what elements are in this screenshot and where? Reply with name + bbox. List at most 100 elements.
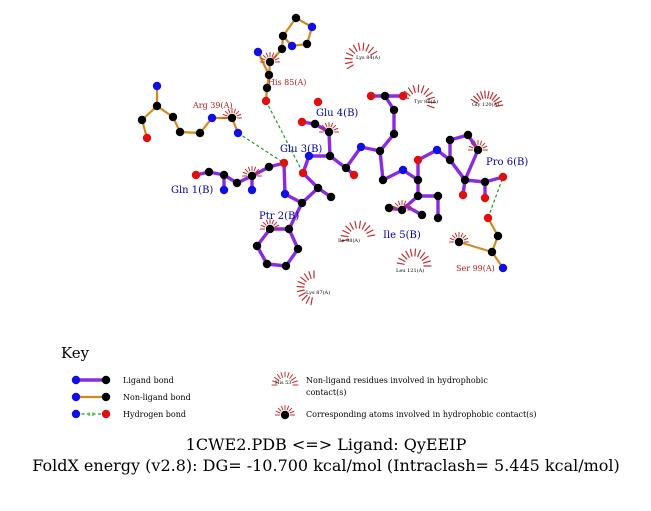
caption-line2: FoldX energy (v2.8): DG= -10.700 kcal/mo… xyxy=(32,456,620,475)
glu4-sidechain xyxy=(378,94,405,153)
oxygen-atom xyxy=(498,172,508,182)
label-pro6: Pro 6(B) xyxy=(486,157,528,168)
oxygen-atom xyxy=(261,96,271,106)
hydrophobic-contact-atom xyxy=(468,140,488,151)
nitrogen-atom xyxy=(432,145,442,155)
carbon-atom xyxy=(487,247,497,257)
carbon-atom xyxy=(413,191,423,201)
ptr2-backbone xyxy=(283,186,333,205)
carbon-atom xyxy=(227,113,237,123)
carbon-atom xyxy=(264,70,274,80)
carbon-atom xyxy=(302,39,312,49)
key-ligand-bond-label: Ligand bond xyxy=(123,376,174,385)
key-example-residue: His 53 xyxy=(275,380,291,386)
ptr2-ring xyxy=(255,227,300,268)
label-lys87: Lys 87(A) xyxy=(306,289,330,296)
carbon-atom xyxy=(313,183,323,193)
carbon-atom xyxy=(454,237,464,247)
nitrogen-atom xyxy=(398,165,408,175)
carbon-atom xyxy=(137,115,147,125)
nitrogen-atom xyxy=(233,128,243,138)
hydrophobic-contact-atom xyxy=(449,232,469,243)
key-hydrophobic-residue: His 53 Non-ligand residues involved in h… xyxy=(271,371,488,397)
oxygen-atom xyxy=(413,155,423,165)
carbon-atom xyxy=(417,210,427,220)
nitrogen-atom xyxy=(287,41,297,51)
gln1-backbone xyxy=(222,173,254,192)
label-leu121: Leu 121(A) xyxy=(396,267,424,274)
carbon-atom xyxy=(262,259,272,269)
oxygen-atom xyxy=(458,190,468,200)
carbon-atom xyxy=(195,128,205,138)
key-nonligand-bond: Non-ligand bond xyxy=(71,392,191,402)
hydrophobic-contact-atom xyxy=(319,122,339,133)
carbon-atom xyxy=(389,129,399,139)
carbon-atom xyxy=(277,44,287,54)
oxygen-atom xyxy=(191,170,201,180)
glu4-backbone xyxy=(344,145,385,182)
carbon-atom xyxy=(433,191,443,201)
label-gly120: Gly 120(A) xyxy=(472,101,499,108)
nitrogen-atom xyxy=(219,185,229,195)
nitrogen-atom xyxy=(247,185,257,195)
carbon-atom xyxy=(278,31,288,41)
key-hbond-distance: 3.0 xyxy=(88,412,95,417)
carbon-atom xyxy=(168,112,178,122)
nitrogen-atom xyxy=(253,47,263,57)
oxygen-atom xyxy=(398,91,408,101)
key-hydrogen-bond-label: Hydrogen bond xyxy=(123,410,186,419)
carbon-atom xyxy=(293,244,303,254)
carbon-atom xyxy=(265,224,275,234)
ser99-sidechain xyxy=(486,216,505,270)
hydrophobic-contact-atom xyxy=(260,219,280,230)
key-residue-arc-spikes xyxy=(271,371,299,386)
label-glu4: Glu 4(B) xyxy=(316,108,358,119)
carbon-atom xyxy=(265,57,275,67)
hydrophobic-contact-atom xyxy=(242,166,262,177)
hydrophobic-contact-atom xyxy=(222,108,242,119)
carbon-atom xyxy=(480,177,490,187)
carbon-atom xyxy=(341,163,351,173)
carbon-atom xyxy=(281,261,291,271)
carbon-atom xyxy=(493,231,503,241)
key-title: Key xyxy=(61,344,90,362)
oxygen-atom xyxy=(480,193,490,203)
carbon-atom xyxy=(397,205,407,215)
label-tyr86: Tyr 86(A) xyxy=(414,98,438,105)
carbon-atom xyxy=(473,145,483,155)
hbond-his85-glu3 xyxy=(265,100,304,174)
his85-branch xyxy=(256,50,271,77)
ser99-branch xyxy=(457,240,494,254)
arc-leu121 xyxy=(396,248,432,267)
carbon-atom xyxy=(433,213,443,223)
key-hydrophobic-atoms-label: Corresponding atoms involved in hydropho… xyxy=(306,410,537,419)
key-atom-arc xyxy=(275,405,295,416)
carbon-atom xyxy=(262,83,272,93)
carbon-atom xyxy=(284,224,294,234)
label-ptr2: Ptr 2(B) xyxy=(259,211,299,222)
carbon-atom xyxy=(413,175,423,185)
hbond-ser99-pro6 xyxy=(487,176,504,219)
hydrophobic-arcs xyxy=(296,42,504,306)
carbon-atom xyxy=(389,105,399,115)
key-atom-arc-spikes xyxy=(275,405,295,416)
nitrogen-atom xyxy=(207,113,217,123)
carbon-atom xyxy=(384,203,394,213)
carbon-atom xyxy=(326,192,336,202)
carbon-atom xyxy=(325,151,335,161)
carbon-atom xyxy=(175,127,185,137)
hbond-arg39-gln1 xyxy=(237,132,285,164)
arc-lys87 xyxy=(296,270,315,306)
carbon-atom xyxy=(463,130,473,140)
oxygen-atom xyxy=(279,158,289,168)
label-arg39: Arg 39(A) xyxy=(192,101,232,110)
oxygen-atom xyxy=(349,170,359,180)
carbon-atom xyxy=(310,119,320,129)
oxygen-atom xyxy=(298,168,308,178)
key-hydrophobic-residues-label: Non-ligand residues involved in hydropho… xyxy=(306,376,488,385)
oxygen-atom xyxy=(297,117,307,127)
label-gln1: Gln 1(B) xyxy=(171,185,213,196)
key-nonligand-bond-label: Non-ligand bond xyxy=(123,393,191,402)
